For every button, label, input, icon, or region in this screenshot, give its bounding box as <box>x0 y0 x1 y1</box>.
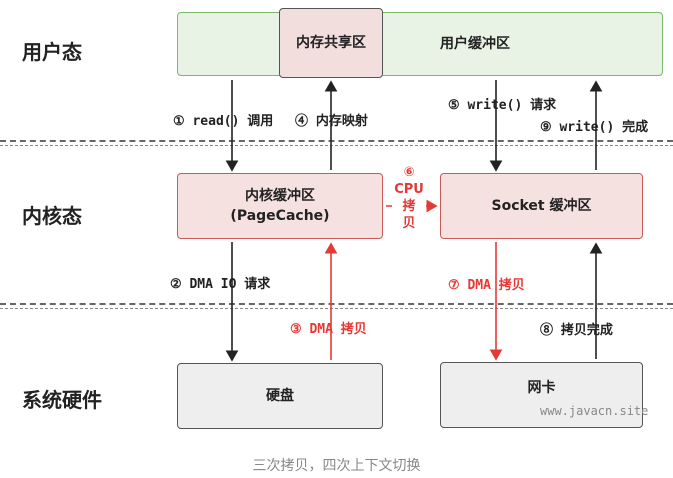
socket-buffer-label: Socket 缓冲区 <box>491 197 592 214</box>
step-1-label: ① read() 调用 <box>173 114 274 129</box>
shared-memory-box: 内存共享区 <box>279 8 383 78</box>
socket-buffer-box: Socket 缓冲区 <box>440 173 643 239</box>
kernel-mode-label: 内核态 <box>22 204 82 228</box>
disk-box: 硬盘 <box>177 363 383 429</box>
step-4-label: ④ 内存映射 <box>295 114 368 129</box>
step-6-cpu: CPU <box>394 182 424 197</box>
step-2-label: ② DMA IO 请求 <box>170 277 271 292</box>
caption: 三次拷贝，四次上下文切换 <box>252 458 421 474</box>
step-6-char-a: 拷 <box>402 199 416 214</box>
disk-label: 硬盘 <box>266 387 294 404</box>
watermark: www.javacn.site <box>540 404 649 418</box>
step-8-label: ⑧ 拷贝完成 <box>540 323 613 338</box>
user-buffer-label: 用户缓冲区 <box>440 35 510 52</box>
step-3-label: ③ DMA 拷贝 <box>290 322 367 337</box>
kernel-buffer-label: 内核缓冲区 <box>244 187 315 204</box>
step-6-label: ⑥ CPU 拷 贝 <box>392 164 426 232</box>
step-6-char-b: 贝 <box>402 216 416 231</box>
step-5-label: ⑤ write() 请求 <box>448 98 557 113</box>
user-kernel-divider <box>0 140 673 142</box>
user-kernel-divider-inner <box>0 145 673 146</box>
user-buffer-box: 用户缓冲区 <box>177 12 663 76</box>
kernel-buffer-box: 内核缓冲区 (PageCache) <box>177 173 383 239</box>
step-6-number: ⑥ <box>403 165 415 180</box>
pagecache-label: (PageCache) <box>230 208 330 224</box>
hardware-label: 系统硬件 <box>22 388 102 412</box>
nic-label: 网卡 <box>527 379 556 396</box>
shared-memory-label: 内存共享区 <box>296 34 366 51</box>
kernel-hardware-divider-inner <box>0 308 673 309</box>
nic-box: 网卡 <box>440 362 643 428</box>
step-7-label: ⑦ DMA 拷贝 <box>448 278 525 293</box>
user-mode-label: 用户态 <box>22 40 82 64</box>
step-9-label: ⑨ write() 完成 <box>540 120 649 135</box>
kernel-hardware-divider <box>0 303 673 305</box>
